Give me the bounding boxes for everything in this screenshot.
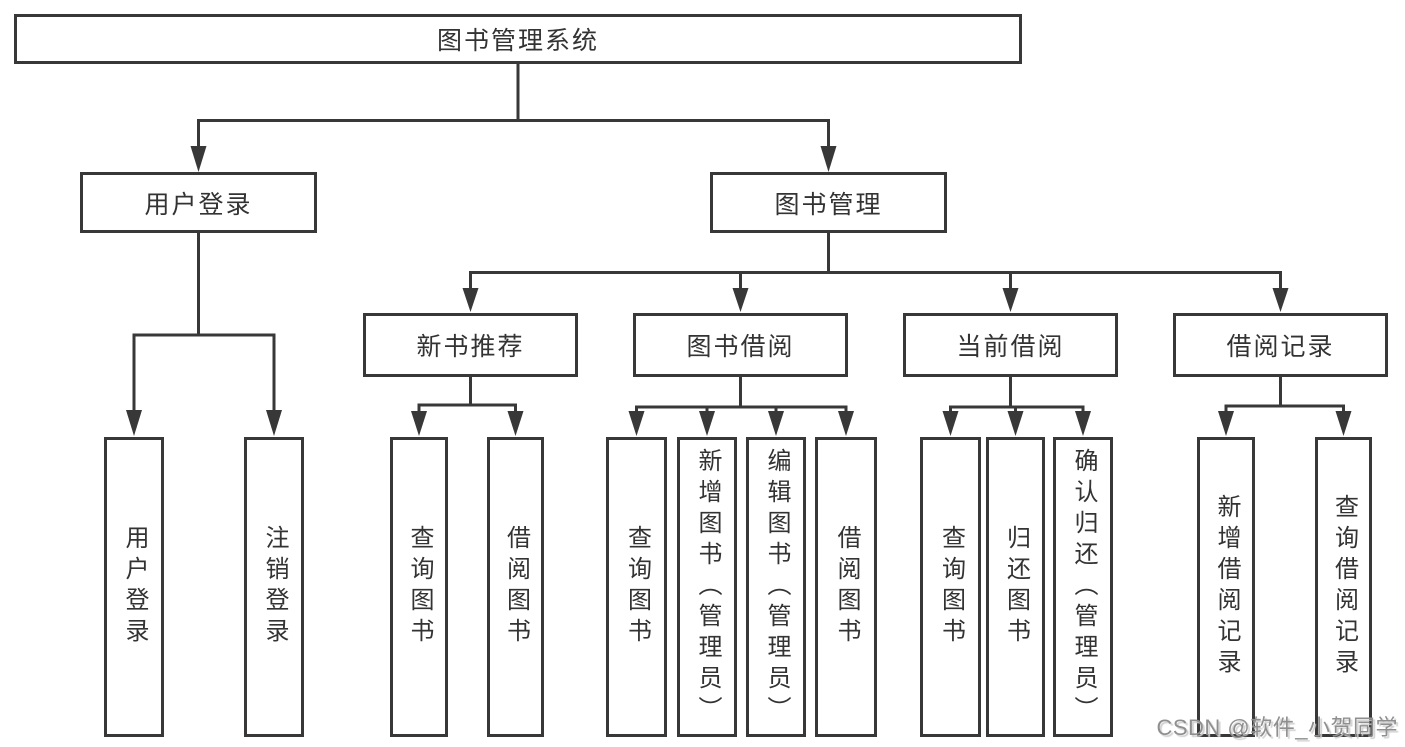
connector-borrow-record-split xyxy=(1218,377,1352,436)
leaf-return-books-label: 归还图书 xyxy=(1002,525,1030,649)
connector-user-login-split xyxy=(126,233,282,436)
leaf-add-books-admin: 新增图书（管理员） xyxy=(677,437,737,737)
root-box-system: 图书管理系统 xyxy=(14,14,1022,64)
box-book-management: 图书管理 xyxy=(710,172,947,233)
box-book-borrow: 图书借阅 xyxy=(633,313,848,377)
leaf-user-login-label: 用户登录 xyxy=(121,525,148,649)
leaf-query-borrow-record-label: 查询借阅记录 xyxy=(1330,494,1358,680)
box-borrow-record: 借阅记录 xyxy=(1173,313,1388,377)
box-book-management-label: 图书管理 xyxy=(774,190,883,219)
leaf-confirm-return-admin-label: 确认归还（管理员） xyxy=(1070,447,1097,727)
leaf-logout-label: 注销登录 xyxy=(261,525,288,649)
box-book-borrow-label: 图书借阅 xyxy=(686,333,795,361)
leaf-query-books-borrow-label: 查询图书 xyxy=(623,525,651,649)
leaf-logout: 注销登录 xyxy=(244,437,304,737)
box-borrow-record-label: 借阅记录 xyxy=(1226,333,1335,361)
leaf-add-borrow-record-label: 新增借阅记录 xyxy=(1213,494,1240,680)
box-user-login-label: 用户登录 xyxy=(144,190,253,219)
leaf-add-borrow-record: 新增借阅记录 xyxy=(1197,437,1255,737)
box-new-book-recommend: 新书推荐 xyxy=(363,313,578,377)
leaf-user-login: 用户登录 xyxy=(104,437,164,737)
leaf-query-books-borrow: 查询图书 xyxy=(606,437,667,737)
box-current-borrow-label: 当前借阅 xyxy=(956,333,1065,361)
leaf-borrow-books-label: 借阅图书 xyxy=(833,525,860,649)
leaf-query-books-recommend: 查询图书 xyxy=(390,437,448,737)
leaf-query-books-current-label: 查询图书 xyxy=(937,525,965,649)
connector-book-management-split xyxy=(462,233,1289,312)
box-user-login: 用户登录 xyxy=(80,172,317,233)
root-box-label: 图书管理系统 xyxy=(436,27,599,55)
connector-current-borrow-split xyxy=(942,377,1091,436)
leaf-confirm-return-admin: 确认归还（管理员） xyxy=(1053,437,1113,737)
connector-new-book-recommend-split xyxy=(411,377,524,436)
leaf-query-books-current: 查询图书 xyxy=(920,437,981,737)
leaf-borrow-books-recommend: 借阅图书 xyxy=(487,437,544,737)
connector-book-borrow-split xyxy=(628,377,854,436)
box-current-borrow: 当前借阅 xyxy=(903,313,1118,377)
leaf-edit-books-admin-label: 编辑图书（管理员） xyxy=(763,447,790,727)
leaf-query-borrow-record: 查询借阅记录 xyxy=(1315,437,1372,737)
leaf-borrow-books-recommend-label: 借阅图书 xyxy=(502,525,530,649)
leaf-borrow-books: 借阅图书 xyxy=(815,437,877,737)
leaf-edit-books-admin: 编辑图书（管理员） xyxy=(746,437,806,737)
connector-root-split xyxy=(190,64,837,172)
watermark: CSDN @软件_小贺同学 xyxy=(1156,715,1398,740)
leaf-return-books: 归还图书 xyxy=(986,437,1045,737)
leaf-query-books-recommend-label: 查询图书 xyxy=(406,525,433,649)
leaf-add-books-admin-label: 新增图书（管理员） xyxy=(694,447,721,727)
box-new-book-recommend-label: 新书推荐 xyxy=(416,333,525,361)
